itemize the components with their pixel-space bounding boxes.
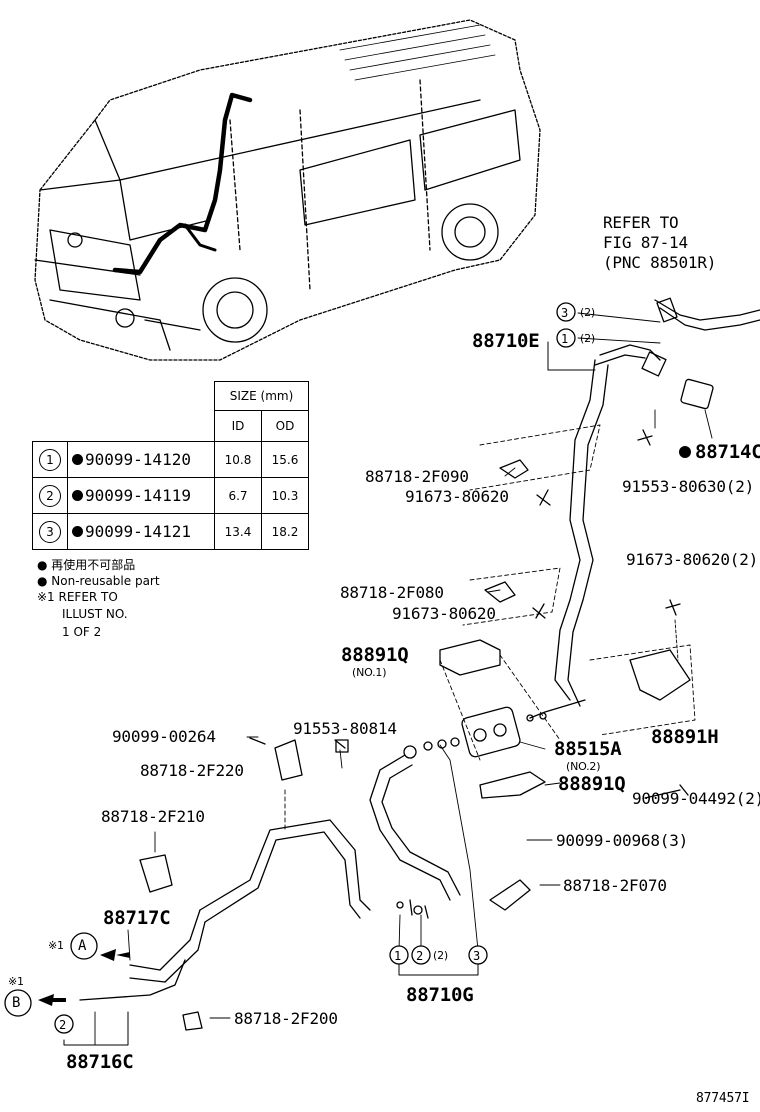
part-88718-2F080: 88718-2F080 <box>340 583 444 602</box>
row-id: 6.7 <box>214 477 262 514</box>
refer-line-1: REFER TO <box>603 213 679 232</box>
callout-3-lower: 3 <box>473 949 481 963</box>
qty-label-b: (2) <box>580 332 595 345</box>
row-id: 10.8 <box>214 441 262 478</box>
row-part: 90099-14119 <box>85 486 191 505</box>
part-91553-80630: 91553-80630(2) <box>622 477 755 496</box>
part-88891H: 88891H <box>651 726 719 748</box>
part-90099-04492: 90099-04492(2) <box>632 789 760 808</box>
part-88717C: 88717C <box>103 907 171 929</box>
note-ref-2: ILLUST NO. <box>62 607 128 621</box>
part-88891Q-no2: 88891Q <box>558 773 626 795</box>
van-illustration <box>34 19 541 361</box>
row-part: 90099-14120 <box>85 450 191 469</box>
row-od: 18.2 <box>261 513 309 550</box>
part-88515A: 88515A <box>554 738 622 760</box>
callout-1-lower: 1 <box>394 949 402 963</box>
part-88891Q-no1: 88891Q <box>341 644 409 666</box>
size-table: SIZE (mm) ID OD 1 90099-14120 10.8 15.6 … <box>32 381 309 550</box>
size-table-row: 2 90099-14119 6.7 10.3 <box>32 477 309 514</box>
ref-b-label: B <box>12 995 21 1011</box>
part-88710G: 88710G <box>406 984 474 1006</box>
size-table-row: 1 90099-14120 10.8 15.6 <box>32 441 309 478</box>
note-ref-3: 1 OF 2 <box>62 625 102 639</box>
note-ref-1: ※1 REFER TO <box>37 590 118 604</box>
part-88891Q-no1-sub: (NO.1) <box>352 666 387 679</box>
part-88718-2F220: 88718-2F220 <box>140 761 244 780</box>
note-jp: ● 再使用不可部品 <box>37 558 136 572</box>
part-88718-2F070: 88718-2F070 <box>563 876 667 895</box>
part-91673-80620-b: 91673-80620 <box>392 604 496 623</box>
size-table-col-od: OD <box>261 410 309 442</box>
part-88716C: 88716C <box>66 1051 134 1073</box>
part-90099-00264: 90099-00264 <box>112 727 216 746</box>
part-91553-80814: 91553-80814 <box>293 719 397 738</box>
ref-mark-b: ※1 <box>8 975 24 988</box>
ref-mark-a: ※1 <box>48 939 64 952</box>
row-number: 1 <box>39 448 61 471</box>
pipe-88710G <box>79 754 461 1001</box>
size-table-header: SIZE (mm) <box>214 381 309 411</box>
row-id: 13.4 <box>214 513 262 550</box>
row-od: 15.6 <box>261 441 309 478</box>
callout-2-lower-left: 2 <box>59 1018 67 1032</box>
refer-line-3: (PNC 88501R) <box>603 253 717 272</box>
callout-3-top: 3 <box>561 306 569 320</box>
part-88714C: 88714C <box>695 441 760 463</box>
part-91673-80620-a: 91673-80620 <box>405 487 509 506</box>
part-90099-00968: 90099-00968(3) <box>556 831 689 850</box>
figure-code: 877457I <box>696 1091 750 1106</box>
callout-1-top: 1 <box>561 332 569 346</box>
row-od: 10.3 <box>261 477 309 514</box>
row-number: 3 <box>39 520 61 543</box>
ref-a-label: A <box>78 938 87 954</box>
qty-label-a: (2) <box>580 306 595 319</box>
part-91673-80620-2: 91673-80620(2) <box>626 550 759 569</box>
size-table-col-id: ID <box>214 410 262 442</box>
callout-2-lower: 2 <box>416 949 424 963</box>
part-88718-2F090: 88718-2F090 <box>365 467 469 486</box>
pipe-88710E <box>529 297 760 719</box>
part-88515A-sub: (NO.2) <box>566 760 601 773</box>
size-table-row: 3 90099-14121 13.4 18.2 <box>32 513 309 550</box>
qty-label-c: (2) <box>433 949 448 962</box>
note-en: ● Non-reusable part <box>37 574 160 588</box>
part-88718-2F200: 88718-2F200 <box>234 1009 338 1028</box>
row-part: 90099-14121 <box>85 522 191 541</box>
part-88710E: 88710E <box>472 330 540 352</box>
row-number: 2 <box>39 484 61 507</box>
refer-line-2: FIG 87-14 <box>603 233 688 252</box>
part-88718-2F210: 88718-2F210 <box>101 807 205 826</box>
